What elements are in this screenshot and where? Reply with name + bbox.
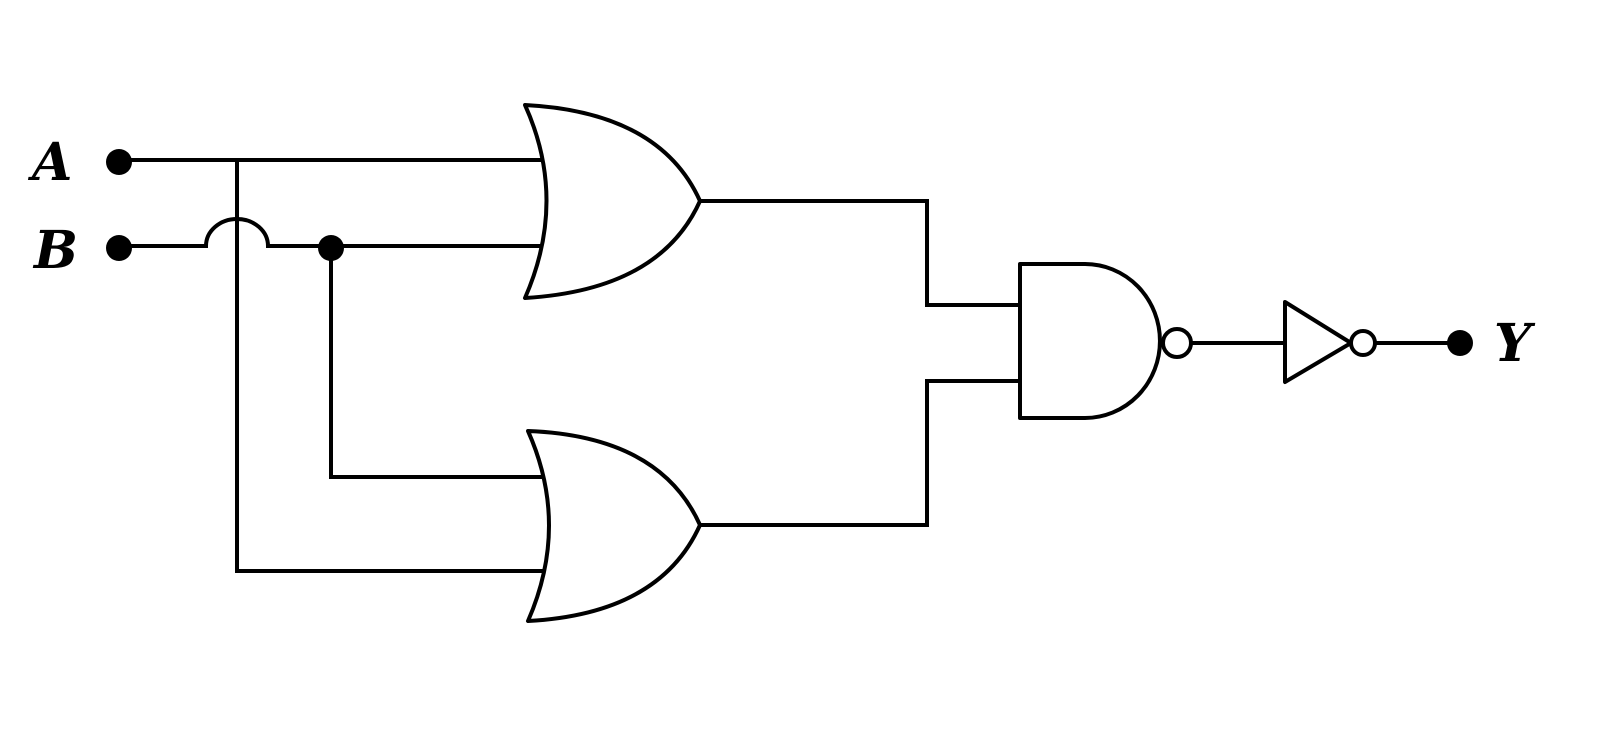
- or-gate-2: [526, 429, 702, 623]
- input-b-label: B: [32, 220, 78, 281]
- not-gate: [1283, 300, 1353, 384]
- input-a-label: A: [27, 132, 72, 193]
- wire-b-branch: [329, 246, 552, 479]
- wire-or2-to-nand: [700, 379, 1020, 527]
- not-inversion-bubble: [1349, 329, 1377, 357]
- nand-inversion-bubble: [1161, 327, 1193, 359]
- wire-or1-to-nand: [700, 199, 1020, 307]
- or-gate-1: [523, 103, 702, 300]
- nand-gate: [1018, 262, 1162, 420]
- wire-b-main: [119, 217, 552, 248]
- output-y-terminal[interactable]: [1447, 330, 1473, 356]
- output-y-label: Y: [1494, 313, 1536, 374]
- wire-a-branch: [235, 160, 552, 573]
